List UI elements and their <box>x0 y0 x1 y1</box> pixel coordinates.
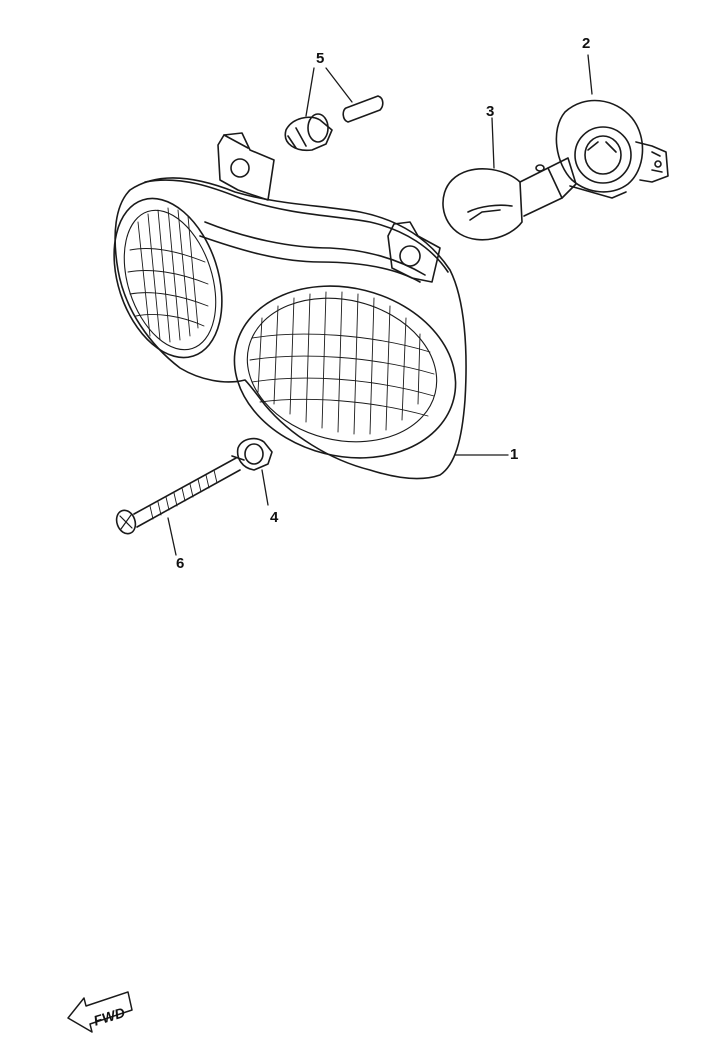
headlight-bulb <box>442 157 577 241</box>
adjuster-nut <box>231 437 273 471</box>
leader-lines <box>167 54 593 556</box>
adjusting-screw <box>115 457 241 535</box>
fwd-direction-marker <box>67 991 133 1033</box>
callout-5: 5 <box>316 50 325 67</box>
fwd-label: FWD <box>92 1004 127 1029</box>
callout-1: 1 <box>510 446 519 463</box>
callout-6: 6 <box>176 555 185 572</box>
callout-3: 3 <box>486 103 495 120</box>
headlight-assembly <box>113 132 467 480</box>
callout-4: 4 <box>270 509 279 526</box>
callout-2: 2 <box>582 35 591 52</box>
bulb-socket-cover <box>555 99 669 199</box>
position-bulb-and-socket <box>284 95 384 152</box>
